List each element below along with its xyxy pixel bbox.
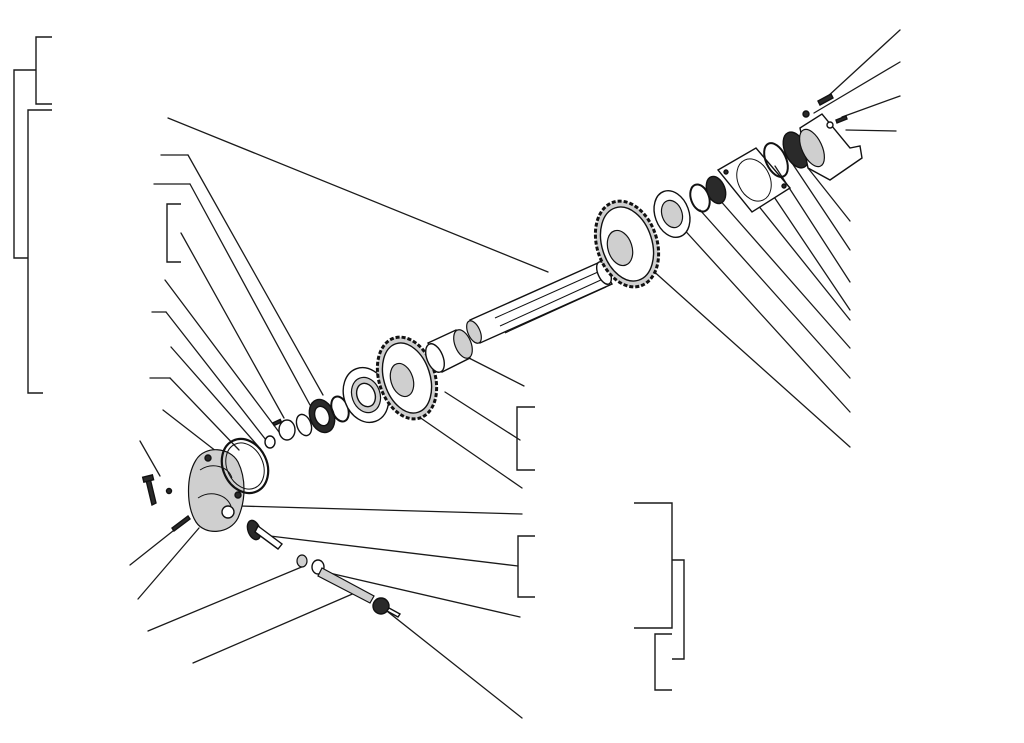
leader-lines [129, 29, 901, 719]
output-flange-drawing [799, 113, 863, 181]
leader-bolt-top [139, 440, 161, 477]
lock-plate-drawing [264, 418, 296, 449]
bracket-long-left [27, 109, 52, 394]
leader-mainshaft [167, 117, 549, 273]
leader-cover-lower [137, 527, 200, 600]
leader-cover-right [239, 505, 523, 515]
leader-spur-rear [444, 391, 521, 441]
bracket-right-tall [634, 502, 673, 629]
leader-front-bearing-a [679, 224, 851, 413]
bracket-top-small [35, 36, 52, 105]
mainshaft-drawing [466, 261, 613, 344]
sleeve-bushing-drawing [424, 329, 473, 373]
leader-front-gear [649, 267, 851, 448]
bracket-right-low [654, 633, 672, 691]
leader-bracket-mid [180, 232, 285, 419]
leader-snap-ring-b [187, 154, 324, 396]
bracket-center-b [517, 535, 535, 598]
leader-bushing [462, 354, 525, 387]
leader-gasket-b [169, 377, 240, 451]
leader-bearing-race-b [189, 183, 311, 406]
spur-gear-front-drawing [593, 199, 661, 289]
speedometer-pinion-drawing [296, 554, 402, 618]
rear-cover-drawing [187, 449, 245, 532]
rear-cover-gasket-drawing [220, 437, 270, 495]
leader-cover [162, 409, 222, 456]
bracket-outer-left [13, 69, 36, 259]
leader-flange [807, 167, 851, 222]
leader-speedo-collar [377, 603, 523, 719]
leader-spur-front [411, 411, 523, 489]
leader-bolt-low [129, 526, 179, 566]
assembly-artwork [141, 93, 863, 618]
leader-flange-washer [841, 95, 901, 118]
leader-pin [170, 346, 259, 447]
leader-speedo-washer [147, 565, 305, 632]
leader-seal-b [789, 159, 851, 251]
leader-flange-pin [845, 129, 897, 132]
bracket-center-a [516, 406, 535, 471]
leader-speedo-gear [269, 535, 519, 567]
bracket-mid-left [166, 203, 181, 263]
spur-gear-rear-drawing [375, 335, 439, 421]
leader-dowel-b [165, 311, 267, 441]
left-bracket-group [13, 36, 181, 394]
leader-snap-ring-front [717, 197, 851, 349]
leader-lock-plate [164, 279, 280, 433]
rear-bearing-drawing [295, 395, 350, 437]
cover-bolts-drawing [141, 474, 191, 533]
leader-flange-bolt [825, 29, 901, 99]
speedometer-drive-gear-drawing [246, 519, 283, 550]
leader-retainer-b [759, 175, 851, 311]
leader-front-bearing-b [699, 209, 851, 379]
leader-speedo-shaft [324, 571, 521, 618]
right-bracket-group [516, 406, 685, 691]
leader-flange-nut [813, 61, 901, 114]
bracket-right-join [672, 559, 685, 660]
front-bearing-drawing [653, 175, 727, 238]
flange-hardware-drawing [802, 93, 848, 129]
leader-speedo-pinion [192, 591, 358, 664]
